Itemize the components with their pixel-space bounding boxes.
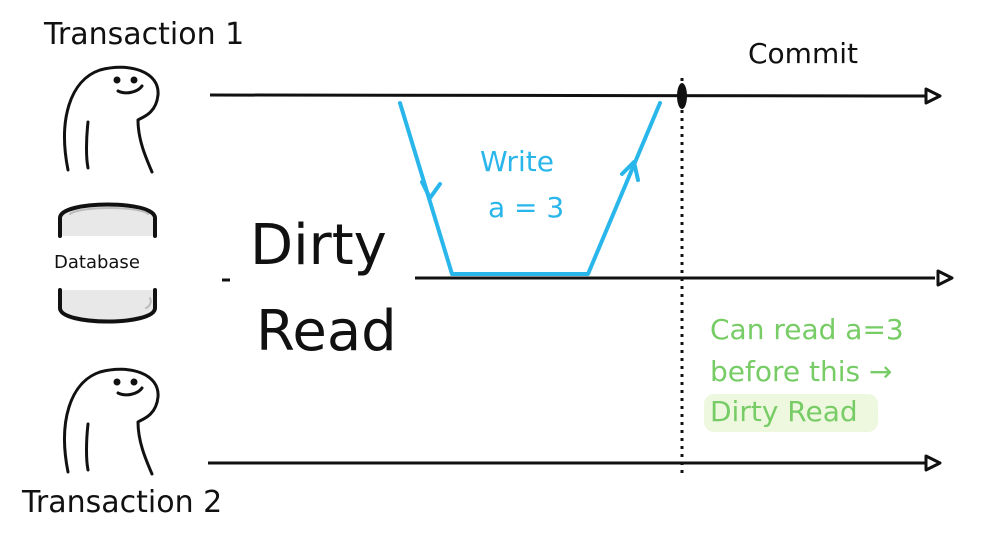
transaction2-person-icon	[63, 367, 160, 476]
dirty-read-title-line1: Dirty	[250, 213, 387, 278]
transaction2-label: Transaction 2	[22, 485, 223, 520]
transaction2-arrowhead-icon	[924, 454, 942, 472]
write-label-line1: Write	[480, 145, 554, 178]
database-icon	[58, 202, 157, 324]
commit-label: Commit	[748, 37, 858, 70]
note-line2: before this →	[710, 355, 893, 388]
transaction1-arrowhead-icon	[924, 87, 942, 105]
note-line3-highlight: Dirty Read	[704, 394, 878, 432]
database-label: Database	[54, 252, 140, 273]
write-down-arrow-icon	[420, 180, 442, 200]
write-label-line2: a = 3	[488, 191, 565, 224]
database-arrowhead-icon	[936, 269, 954, 287]
commit-marker	[677, 83, 687, 109]
transaction1-label: Transaction 1	[44, 17, 245, 52]
dirty-read-title-line2: Read	[256, 299, 397, 364]
transaction1-timeline	[209, 93, 926, 98]
transaction1-person-icon	[63, 65, 160, 174]
write-up-arrow-icon	[620, 160, 640, 182]
note-line1: Can read a=3	[710, 313, 904, 346]
